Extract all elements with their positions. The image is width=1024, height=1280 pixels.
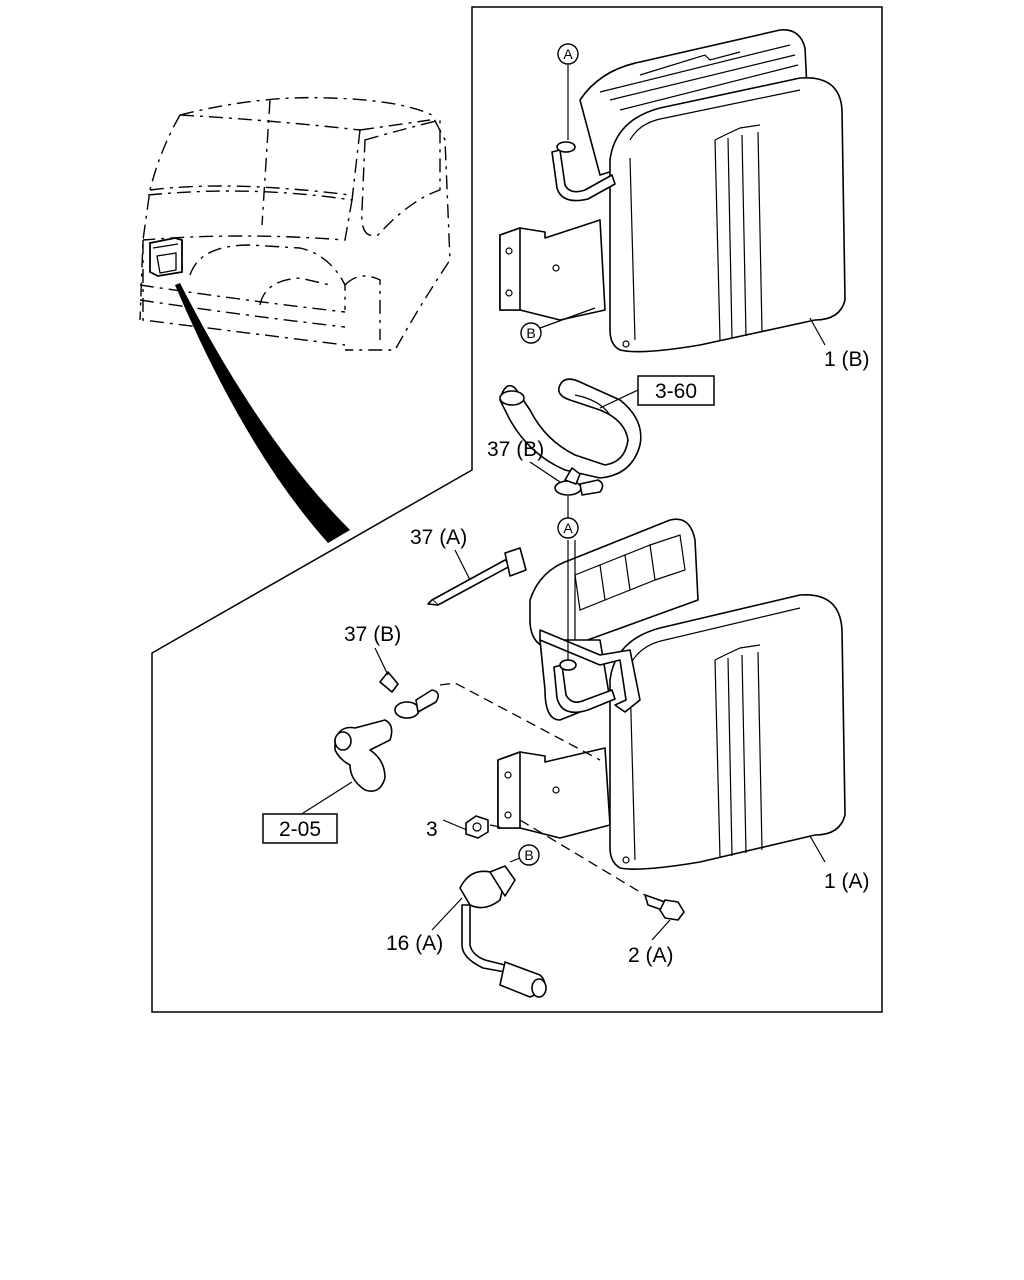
- canister-upper: [499, 29, 846, 353]
- leader-3: [442, 819, 468, 831]
- cable-tie-37a: [427, 547, 527, 606]
- leader-37a: [454, 549, 471, 581]
- leader-37b-upper: [529, 461, 561, 483]
- svg-text:A: A: [563, 46, 573, 62]
- marker-b-top: B: [520, 307, 596, 344]
- marker-a-top: A: [557, 43, 579, 140]
- ref-label-3-60: 3-60: [655, 380, 697, 403]
- callout-2a: 2 (A): [628, 944, 674, 967]
- hose-3-60: [499, 378, 642, 479]
- leader-2-05: [299, 781, 353, 816]
- canister-lower: [497, 518, 846, 870]
- ref-box-3-60: [637, 375, 715, 406]
- callout-3: 3: [426, 818, 438, 841]
- callout-1b: 1 (B): [824, 348, 870, 371]
- svg-text:B: B: [526, 325, 535, 341]
- callout-37b-upper: 37 (B): [487, 438, 544, 461]
- ref-label-2-05: 2-05: [279, 818, 321, 841]
- svg-text:A: A: [563, 520, 573, 536]
- callout-37a: 37 (A): [410, 526, 467, 549]
- callout-1a: 1 (A): [824, 870, 870, 893]
- bolt-2a: [519, 819, 685, 921]
- diagram-frame: [151, 6, 883, 1013]
- leader-1a: [809, 835, 826, 863]
- clamp-37b-lower: [379, 671, 440, 719]
- callout-16a: 16 (A): [386, 932, 443, 955]
- marker-b-low: B: [509, 844, 540, 866]
- clamp-37b-upper: [554, 467, 604, 520]
- leader-37b-lower: [374, 647, 389, 676]
- leader-2a: [651, 919, 671, 941]
- leader-3-60: [599, 389, 639, 409]
- hose-2-05: [334, 682, 601, 792]
- svg-text:B: B: [524, 847, 533, 863]
- callout-37b-lower: 37 (B): [344, 623, 401, 646]
- truck-cab-illustration: [139, 96, 451, 543]
- marker-a-mid: A: [557, 517, 579, 539]
- nut-3: [465, 815, 506, 839]
- leader-16a: [431, 897, 463, 931]
- ref-box-2-05: [262, 813, 338, 844]
- leader-1b: [809, 317, 826, 346]
- valve-16a: [459, 865, 547, 998]
